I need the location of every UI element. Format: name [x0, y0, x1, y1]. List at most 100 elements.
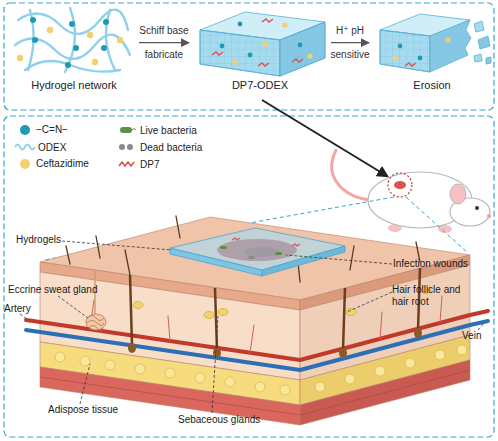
network-crosslinks: [69, 21, 75, 27]
block-contents: [212, 52, 223, 55]
leader-line: [212, 316, 218, 413]
hydrogel-block: [200, 30, 280, 76]
eroding-block: [486, 57, 491, 64]
legend-item: Live bacteria: [116, 124, 197, 136]
sweat-gland: [86, 314, 106, 330]
mouse-illustration: [394, 181, 406, 189]
hydrogel-dressing: [170, 228, 345, 270]
mouse-illustration: [450, 184, 466, 204]
leader-line: [80, 364, 90, 404]
leader-line: [62, 241, 172, 250]
blood-vessels: [90, 296, 442, 353]
legend-item: DP7: [116, 158, 159, 170]
legend-icon: [116, 158, 138, 170]
hydrogel-dressing: [170, 228, 345, 276]
skin-block: [300, 360, 470, 425]
legend-text: Ceftazidime: [36, 158, 89, 169]
sweat-gland: [86, 271, 106, 331]
legend-item: Dead bacteria: [116, 141, 202, 153]
dp7-icon: [119, 162, 134, 166]
hairs: [96, 236, 100, 258]
leader-line: [58, 296, 88, 318]
block-contents: [405, 63, 416, 66]
zoom-guide: [406, 197, 468, 253]
eroding-block: [380, 30, 430, 72]
panel-frame: [4, 116, 494, 437]
hair-follicles: [128, 343, 136, 353]
leader-line: [20, 314, 27, 319]
mouse-illustration: [487, 214, 491, 218]
eroding-block: [380, 30, 430, 72]
adipose-cells: [195, 373, 205, 383]
muscle-fibers: [40, 370, 470, 415]
mouse-illustration: [388, 173, 412, 197]
network-crosslinks: [87, 32, 93, 38]
legend-text: Dead bacteria: [140, 142, 202, 153]
leader-line: [20, 241, 484, 413]
sebaceous-glands: [204, 312, 214, 319]
callout-label: Hydrogels: [16, 234, 61, 246]
odex-icon: [15, 145, 35, 150]
muscle-fibers: [300, 370, 470, 415]
legend-swatch: [20, 125, 30, 135]
legend-icon: [116, 141, 138, 153]
mouse-illustration: [475, 206, 479, 210]
callout-label: Infection wounds: [393, 258, 468, 270]
legend-icon: [14, 141, 36, 153]
panel-frame: [4, 3, 494, 110]
hydrogel-block: [200, 30, 280, 76]
adipose-cells: [255, 382, 265, 392]
network-crosslinks: [17, 55, 23, 61]
eroding-block: [380, 14, 491, 72]
adipose-cells: [105, 360, 115, 370]
dead-bacteria-icon: [127, 144, 133, 150]
block-contents: [398, 44, 403, 49]
node-label: Erosion: [372, 79, 492, 91]
adipose-cells: [280, 385, 290, 395]
hairs: [176, 216, 180, 238]
legend-text: −C=N−: [36, 124, 68, 135]
mouse-illustration: [332, 150, 491, 233]
hair-follicles: [339, 348, 347, 358]
hairs: [66, 216, 420, 282]
block-contents: [248, 53, 253, 58]
leader-line: [478, 323, 484, 330]
dead-bacteria-icon: [119, 144, 125, 150]
block-contents: [392, 55, 397, 60]
adipose-cells: [165, 368, 175, 378]
sebaceous-glands: [218, 309, 228, 316]
hydrogel-block: [280, 22, 325, 76]
network-crosslinks: [101, 45, 107, 51]
bacteria: [220, 238, 300, 259]
hair-follicles: [128, 268, 422, 358]
block-contents: [212, 19, 313, 66]
block-contents: [262, 19, 273, 22]
hairs: [66, 246, 70, 264]
eroding-block: [430, 20, 471, 72]
bacteria: [275, 252, 282, 255]
adipose-cells: [55, 352, 65, 362]
network-crosslinks: [117, 37, 123, 43]
eroding-block: [474, 54, 482, 62]
callout-label: Hair follicle and hair root: [392, 284, 476, 307]
skin-block: [40, 217, 470, 425]
hydrogel-network-art: [15, 8, 130, 72]
arrow-label: Schiff base fabricate: [135, 19, 193, 67]
callout-label: Artery: [4, 303, 31, 315]
live-bacteria-icon: [132, 129, 136, 131]
flow-arrow: [139, 42, 189, 43]
network-crosslinks: [103, 19, 109, 25]
legend-text: DP7: [140, 159, 159, 170]
legend-icon: [116, 124, 138, 136]
adipose-cells: [405, 358, 415, 368]
sebaceous-glands: [346, 309, 356, 316]
adipose-cells: [375, 366, 385, 376]
eroding-block: [478, 36, 490, 49]
hydrogel-network-art: [106, 10, 115, 70]
adipose-cells: [135, 364, 145, 374]
block-contents: [282, 22, 287, 27]
flow-arrow: [331, 42, 369, 43]
eroding-block: [474, 21, 484, 32]
connector-layer: [139, 42, 369, 43]
